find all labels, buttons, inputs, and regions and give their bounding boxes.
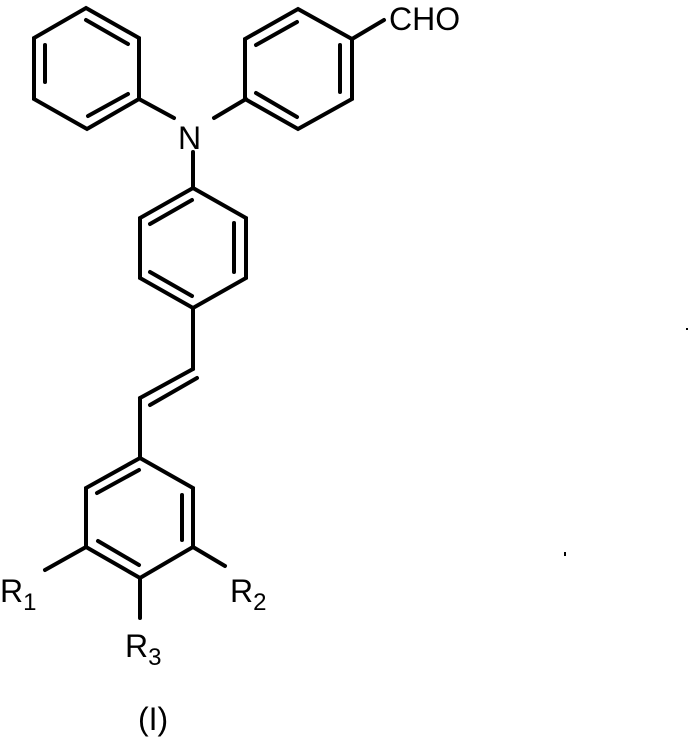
- scan-artifact-dot: [686, 328, 688, 330]
- scan-artifact-dot: [564, 552, 566, 556]
- vinylene-bridge: [138, 306, 199, 459]
- compound-number-label: (I): [138, 701, 168, 737]
- substituted-phenyl-ring: [43, 455, 227, 620]
- substituent-r2-label: R2: [230, 573, 266, 616]
- amine-bonds: [137, 97, 248, 190]
- substituent-r1-label: R1: [0, 573, 36, 616]
- benzaldehyde-ring: [243, 6, 386, 132]
- nitrogen-atom-label: N: [178, 120, 201, 156]
- aldehyde-group-label: CHO: [389, 1, 460, 37]
- phenyl-ring-left: [32, 5, 141, 132]
- phenylene-ring-middle: [138, 185, 248, 311]
- substituent-r3-label: R3: [125, 628, 161, 671]
